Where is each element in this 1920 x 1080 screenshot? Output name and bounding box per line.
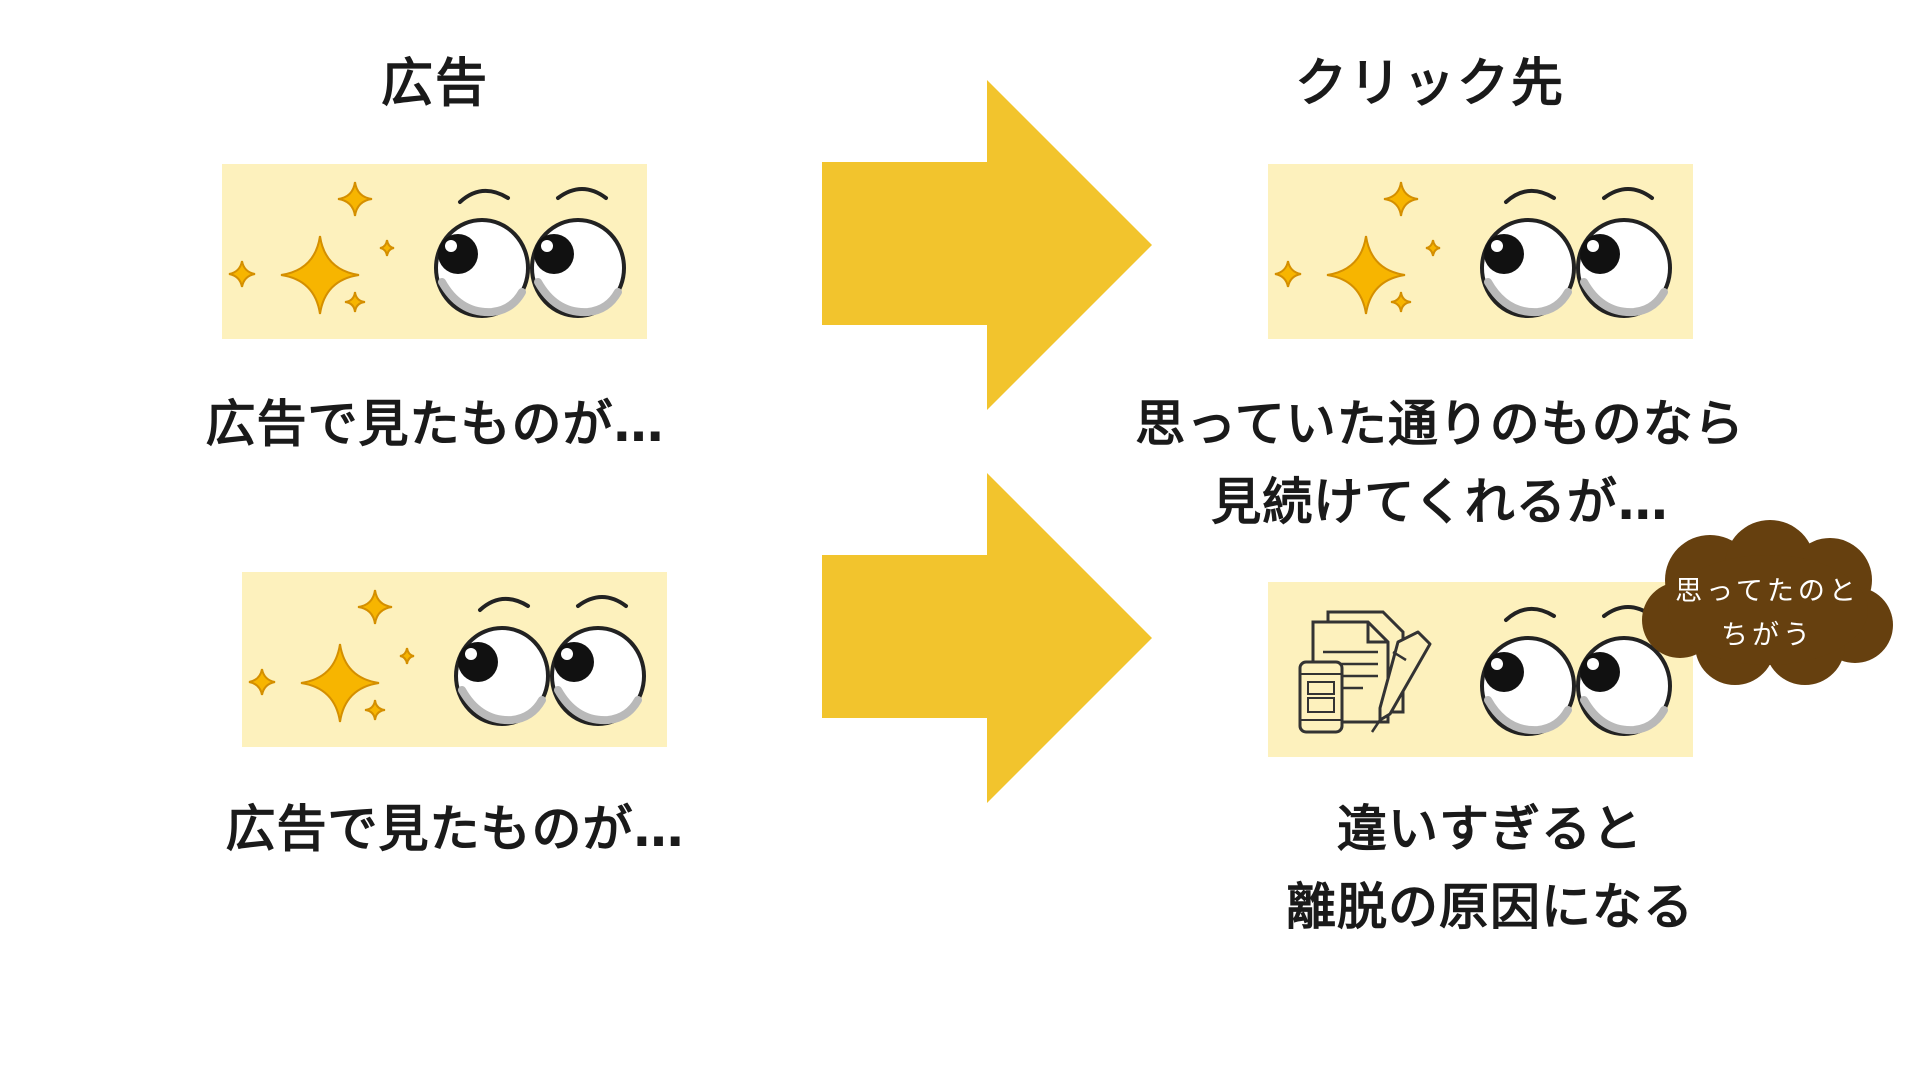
caption-line: 離脱の原因になる (1286, 878, 1694, 936)
thought-cloud-text: 思ってたのと ちがう (1650, 570, 1885, 658)
destination-image-panel-top (1268, 164, 1693, 339)
heading-click-destination: クリック先 (1294, 54, 1565, 114)
ad-image-panel-bottom (242, 572, 667, 747)
caption-line: 広告で見たものが… (205, 395, 665, 453)
caption-line: 違いすぎると (1337, 800, 1643, 858)
caption-destination-bottom: 違いすぎると 離脱の原因になる (1140, 790, 1840, 946)
thought-cloud-line: 思ってたのと (1675, 576, 1860, 607)
right-arrow-icon (822, 80, 1152, 410)
thought-cloud-line: ちがう (1721, 620, 1814, 651)
destination-image-panel-bottom (1268, 582, 1693, 757)
eyes-icon (1476, 164, 1686, 339)
caption-ad-top: 広告で見たものが… (120, 385, 750, 463)
caption-ad-bottom: 広告で見たものが… (140, 790, 770, 868)
caption-line: 思っていた通りのものなら (1135, 395, 1745, 453)
caption-line: 見続けてくれるが… (1211, 473, 1669, 531)
ad-image-panel-top (222, 164, 647, 339)
sparkles-icon (242, 572, 442, 747)
sparkles-icon (222, 164, 422, 339)
heading-ad: 広告 (380, 54, 489, 114)
caption-destination-top: 思っていた通りのものなら 見続けてくれるが… (1090, 385, 1790, 541)
eyes-icon (450, 572, 660, 747)
caption-line: 広告で見たものが… (225, 800, 685, 858)
sparkles-icon (1268, 164, 1468, 339)
right-arrow-icon (822, 473, 1152, 803)
document-with-pen-and-phone-icon (1268, 582, 1468, 757)
eyes-icon (430, 164, 640, 339)
thought-cloud-icon (1642, 520, 1893, 685)
